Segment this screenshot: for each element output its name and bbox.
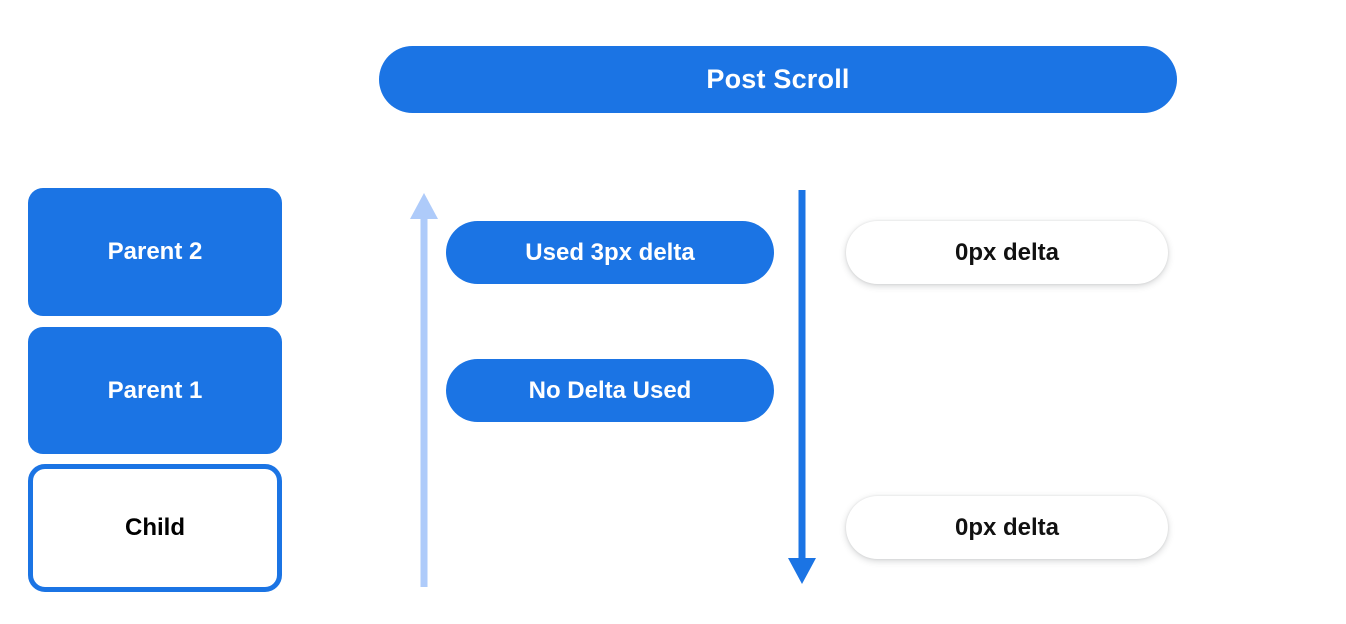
pill-used-delta: Used 3px delta <box>446 221 774 284</box>
scroll-down-arrow-icon <box>788 190 816 584</box>
pill-delta-top: 0px delta <box>846 221 1168 284</box>
box-parent-1-label: Parent 1 <box>107 376 203 404</box>
page-title: Post Scroll <box>706 64 850 94</box>
pill-delta-top-label: 0px delta <box>954 238 1060 266</box>
pill-delta-bottom: 0px delta <box>846 496 1168 559</box>
box-child-label: Child <box>125 514 185 541</box>
box-child: Child <box>28 464 282 592</box>
pill-no-delta-used-label: No Delta Used <box>528 376 692 404</box>
box-parent-1: Parent 1 <box>28 327 282 454</box>
post-scroll-header: Post Scroll <box>379 46 1177 113</box>
pill-no-delta-used: No Delta Used <box>446 359 774 422</box>
pill-used-delta-label: Used 3px delta <box>525 238 695 266</box>
box-parent-2-label: Parent 2 <box>107 238 203 265</box>
pill-delta-bottom-label: 0px delta <box>954 513 1060 541</box>
scroll-up-arrow-icon <box>410 193 438 587</box>
box-parent-2: Parent 2 <box>28 188 282 316</box>
